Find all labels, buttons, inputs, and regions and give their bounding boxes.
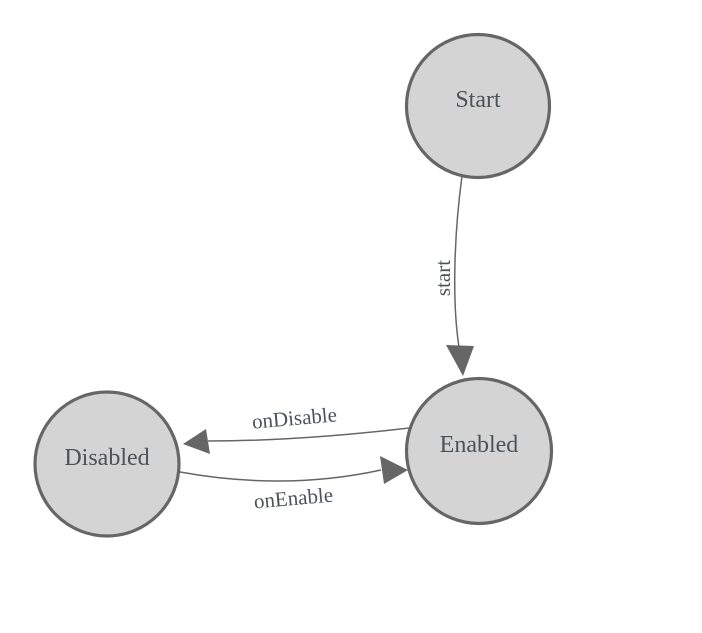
edge-label-ondisable: onDisable	[251, 402, 338, 433]
arrowhead-into-enabled-left-icon	[380, 456, 408, 484]
edge-line-start	[453, 175, 463, 348]
state-node-start: Start	[404, 32, 552, 180]
edge-disabled-to-enabled: onEnable	[179, 456, 408, 514]
edge-label-start: start	[431, 260, 455, 296]
edge-start-to-enabled: start	[431, 175, 474, 376]
state-label-disabled: Disabled	[64, 445, 149, 471]
state-node-disabled: Disabled	[33, 390, 181, 538]
state-label-start: Start	[455, 87, 501, 113]
state-node-enabled: Enabled	[404, 376, 554, 526]
arrowhead-into-disabled-icon	[183, 429, 210, 454]
arrowhead-into-enabled-top-icon	[446, 345, 474, 376]
edge-line-onenable	[179, 469, 382, 482]
state-label-enabled: Enabled	[440, 432, 519, 458]
edge-enabled-to-disabled: onDisable	[183, 402, 410, 454]
state-circle-start	[404, 32, 552, 180]
state-circle-disabled	[33, 390, 181, 538]
state-circle-enabled	[404, 376, 554, 526]
edge-line-ondisable	[207, 427, 410, 442]
edge-label-onenable: onEnable	[253, 483, 334, 514]
